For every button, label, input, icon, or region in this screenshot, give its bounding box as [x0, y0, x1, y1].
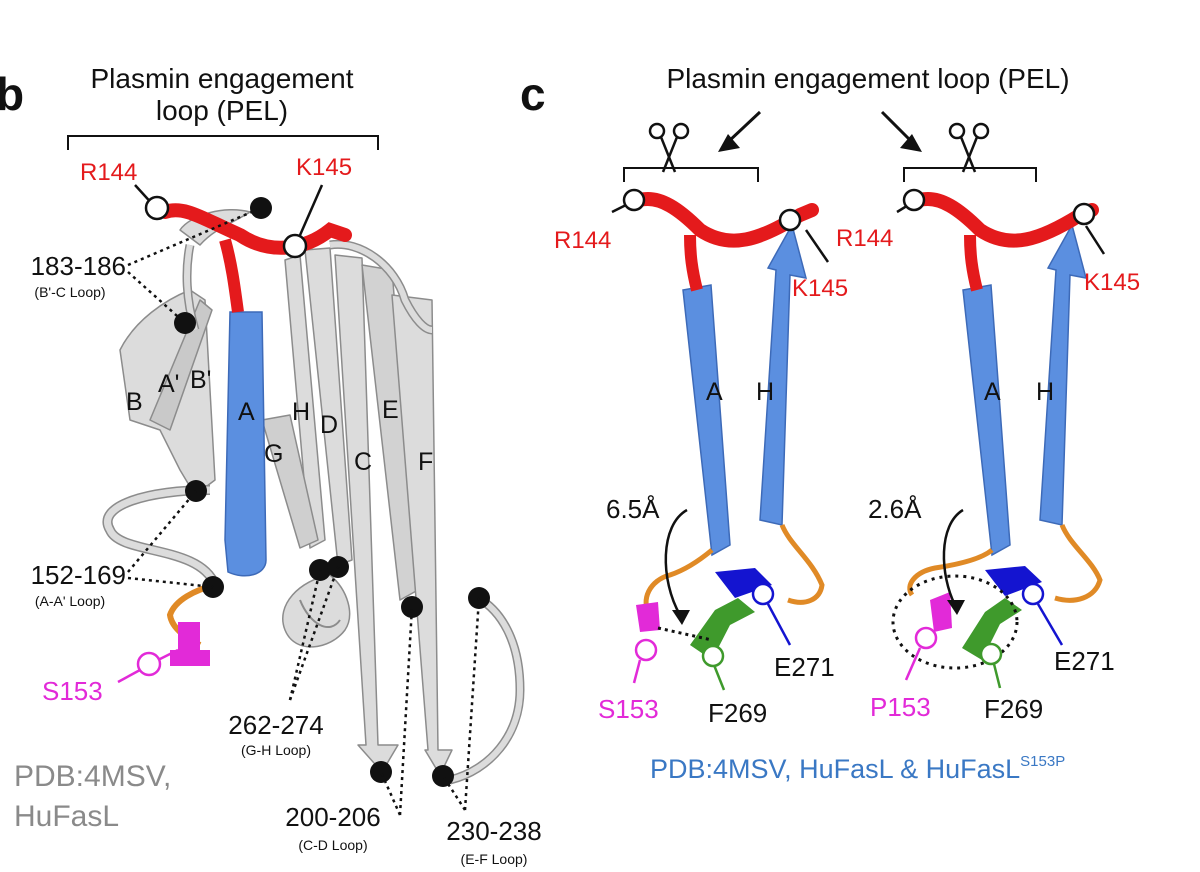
panel-c: c Plasmin engagement loop (PEL): [520, 63, 1140, 784]
panel-c-right-e271-marker: [1021, 582, 1045, 606]
scissors-icon: [948, 122, 990, 173]
panel-c-left-distance-arrow: [664, 508, 688, 616]
panel-c-model-left: R144 K145 A H 6.5Å S153 F269 E271: [554, 122, 848, 728]
panel-b-s153-leader: [117, 668, 141, 684]
panel-c-left-e271-marker: [751, 582, 775, 606]
panel-b-pel-red: [158, 203, 352, 255]
panel-b-heading-line1: Plasmin engagement: [90, 63, 353, 94]
panel-c-left-strand-a-ribbon: [682, 284, 731, 557]
panel-c-left-bracket: [623, 167, 759, 182]
panel-b-s153-stick: [170, 622, 210, 666]
panel-c-left-strand-h: H: [756, 378, 774, 406]
panel-c-left-strand-h-ribbon: [759, 223, 808, 526]
panel-c-left-s153-marker: [634, 638, 658, 662]
panel-c-heading-arrows: [718, 110, 922, 152]
panel-c-right-label-153: P153: [870, 692, 931, 722]
panel-c-right-strand-a: A: [984, 378, 1001, 406]
panel-c-left-s153-stick: [636, 602, 660, 632]
panel-b-pel-red-stem: [219, 238, 244, 313]
panel-b-strand-h: H: [292, 398, 310, 426]
panel-b-loop-range-gh: 262-274: [228, 710, 323, 740]
panel-b-loop-range-cd: 200-206: [285, 802, 380, 832]
panel-c-left-label-k145: K145: [792, 275, 848, 302]
panel-c-left-label-f269: F269: [708, 698, 767, 728]
panel-c-right-contact-ellipse: [891, 574, 1019, 670]
panel-c-right-f269-stick: [962, 598, 1022, 660]
panel-b-loop-name-aa: (A-A' Loop): [35, 593, 105, 609]
panel-c-right-strand-h-ribbon: [1039, 223, 1088, 526]
panel-c-right-strand-a-ribbon: [962, 284, 1011, 557]
panel-c-right-p153-marker: [914, 626, 938, 650]
panel-c-left-orange-loop: [643, 548, 714, 617]
panel-b-pel-bracket: [67, 135, 379, 150]
panel-b-strand-c: C: [354, 448, 372, 476]
panel-b-pdb-line1: PDB:4MSV,: [14, 760, 171, 793]
panel-c-left-strand-a: A: [706, 378, 723, 406]
panel-b-loop-range-aa: 152-169: [31, 560, 126, 590]
panel-b-strand-e: E: [382, 396, 399, 424]
panel-c-letter: c: [520, 68, 546, 120]
scissors-icon: [648, 122, 690, 173]
panel-b-loop-name-ef: (E-F Loop): [461, 851, 528, 867]
panel-c-right-bracket: [903, 167, 1037, 182]
panel-b-loop-markers: [174, 197, 490, 787]
panel-b-strand-g: G: [264, 440, 283, 468]
panel-c-left-label-e271: E271: [774, 652, 835, 682]
panel-c-right-r144-marker: [902, 188, 926, 212]
panel-b-strand-f: F: [418, 448, 433, 476]
panel-c-left-k145-marker: [778, 208, 802, 232]
panel-b-label-k145: K145: [296, 154, 352, 181]
panel-b-letter: b: [0, 68, 24, 120]
panel-c-right-label-k145: K145: [1084, 269, 1140, 296]
panel-b-loop-name-gh: (G-H Loop): [241, 742, 311, 758]
panel-b-r144-marker: [144, 195, 170, 221]
panel-c-right-k145-marker: [1072, 202, 1096, 226]
panel-b-pdb-line2: HuFasL: [14, 800, 119, 833]
panel-c-left-r144-marker: [622, 188, 646, 212]
panel-b-strand-a-prime: A': [158, 370, 179, 398]
panel-b-heading-line2: loop (PEL): [156, 95, 288, 126]
panel-c-pdb-caption-sup: S153P: [1020, 753, 1065, 770]
panel-b-strand-a: A: [238, 398, 255, 426]
panel-b-k145-leader: [295, 184, 324, 243]
panel-c-left-pel-red: [633, 192, 819, 248]
panel-c-right-distance: 2.6Å: [868, 494, 922, 524]
panel-c-right-distance-arrow: [942, 508, 964, 606]
panel-c-right-strand-h: H: [1036, 378, 1054, 406]
panel-b-loop-range-ef: 230-238: [446, 816, 541, 846]
panel-b-loop-name-cd: (C-D Loop): [298, 837, 367, 853]
panel-c-right-p153-stick: [930, 592, 952, 632]
panel-b: b Plasmin engagement loop (PEL): [0, 63, 542, 867]
panel-b-strand-b-prime: B': [190, 366, 211, 394]
panel-b-gray-ribbon: [102, 208, 525, 785]
panel-c-right-label-e271: E271: [1054, 646, 1115, 676]
panel-c-pdb-caption-main: PDB:4MSV, HuFasL & HuFasL: [650, 754, 1020, 784]
panel-b-strand-b: B: [126, 388, 143, 416]
panel-b-k145-marker: [282, 233, 308, 259]
panel-c-left-f269-stick: [690, 598, 755, 660]
panel-b-loop-range-bc: 183-186: [31, 251, 126, 281]
panel-c-right-f269-marker: [979, 642, 1003, 666]
panel-c-right-orange-loop: [907, 547, 994, 597]
panel-c-right-label-r144: R144: [836, 225, 893, 252]
panel-b-strand-d: D: [320, 411, 338, 439]
panel-c-left-distance: 6.5Å: [606, 494, 660, 524]
panel-c-pdb-caption: PDB:4MSV, HuFasL & HuFasLS153P: [650, 753, 1065, 784]
panel-b-dotted-leaders: [127, 206, 481, 816]
panel-b-strand-a-ribbon: [224, 311, 267, 577]
panel-b-loop-name-bc: (B'-C Loop): [34, 284, 105, 300]
panel-c-heading: Plasmin engagement loop (PEL): [666, 63, 1069, 94]
panel-c-right-e271-stick: [985, 566, 1042, 596]
panel-b-label-r144: R144: [80, 159, 137, 186]
panel-c-left-e271-stick: [715, 568, 772, 598]
panel-c-left-label-153: S153: [598, 694, 659, 724]
panel-c-model-right: R144 K145 A H 2.6Å P153 F269 E271: [836, 122, 1140, 724]
panel-b-s153-marker: [136, 651, 162, 677]
panel-c-left-f269-marker: [701, 644, 725, 668]
panel-c-left-label-r144: R144: [554, 227, 611, 254]
panel-c-right-pel-red: [913, 192, 1099, 248]
panel-c-right-label-f269: F269: [984, 694, 1043, 724]
panel-b-label-s153: S153: [42, 676, 103, 706]
